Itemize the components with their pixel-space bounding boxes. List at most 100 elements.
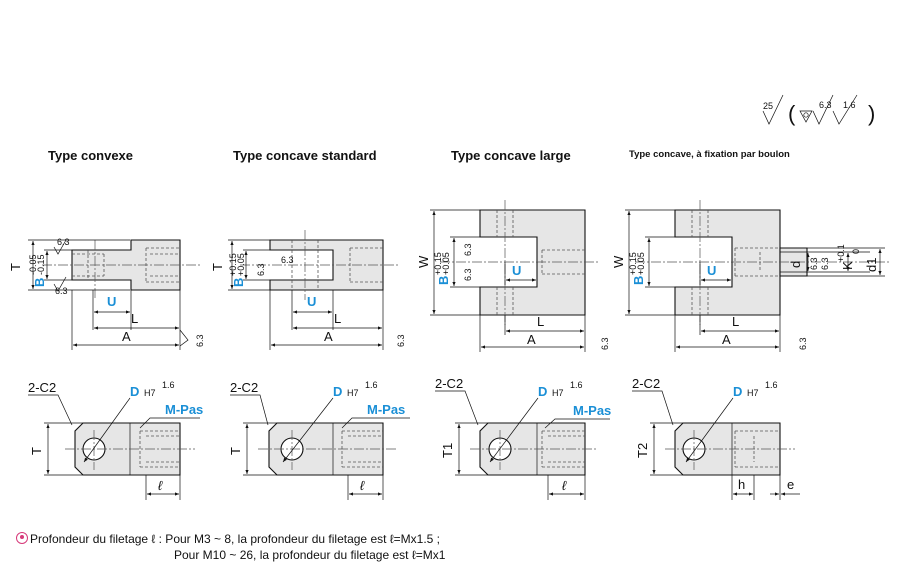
finish-63-d: 6.3 — [256, 263, 266, 276]
dim-A-large: A — [527, 332, 536, 347]
title-type-concave-large: Type concave large — [451, 148, 571, 163]
D-concave-large: D — [538, 384, 547, 399]
dim-U-concave-std: U — [307, 294, 316, 309]
title-type-concave-standard: Type concave standard — [233, 148, 377, 163]
D-concave-boulon: D — [733, 384, 742, 399]
view-concave-large-side: 2-C2 D H7 1.6 M-Pas T1 ℓ — [435, 376, 611, 500]
dim-L-concave-std: L — [334, 311, 341, 326]
tol-B-boulon-dn: +0.05 — [636, 252, 646, 275]
dim-U-large: U — [512, 263, 521, 278]
finish-63-f: 6.3 — [396, 334, 406, 347]
dim-d-boulon: d — [788, 261, 803, 268]
c2-concave-std: 2-C2 — [230, 380, 258, 395]
finish-check-icon — [762, 94, 784, 125]
finish-paren-open-icon: ( — [788, 101, 796, 126]
view-concave-boulon-side: 2-C2 D H7 1.6 T2 h e — [632, 376, 800, 500]
finish-63-e: 6.3 — [281, 255, 294, 265]
dim-A-boulon: A — [722, 332, 731, 347]
c2-convex: 2-C2 — [28, 380, 56, 395]
Mpas-convex: M-Pas — [165, 402, 203, 417]
dim-T1-concave-large: T1 — [440, 443, 455, 458]
dim-h-boulon: h — [738, 477, 745, 492]
finish-63-j: 6.3 — [809, 257, 819, 270]
dim-A-convex: A — [122, 329, 131, 344]
concave-boulon-body — [674, 209, 781, 316]
tol-B-convex-up: -0.05 — [28, 254, 38, 275]
tol-B-std-dn: +0.05 — [236, 253, 246, 276]
finish-63-a: 6.3 — [57, 237, 70, 247]
finish-63-l: 6.3 — [798, 337, 808, 350]
D-concave-std: D — [333, 384, 342, 399]
D-convex: D — [130, 384, 139, 399]
dim-l-concave-std: ℓ — [360, 478, 365, 493]
finish-63-g: 6.3 — [463, 243, 473, 256]
r16-convex: 1.6 — [162, 380, 175, 390]
dim-T-concave-std: T — [210, 263, 225, 271]
dim-B-concave-std: B — [231, 278, 246, 287]
view-convexe-top: T B -0.05 -0.15 6.3 6.3 U L A 6.3 — [8, 237, 205, 350]
dim-A-concave-std: A — [324, 329, 333, 344]
Mpas-concave-std: M-Pas — [367, 402, 405, 417]
dim-W-large: W — [416, 255, 431, 268]
view-concave-large-top: W B +0.15 +0.05 6.3 6.3 U L A 6.3 — [416, 200, 610, 352]
Mpas-concave-large: M-Pas — [573, 403, 611, 418]
finish-machined-icon — [799, 110, 813, 123]
title-type-concave-boulon: Type concave, à fixation par boulon — [629, 149, 790, 160]
view-concave-boulon-top: W B +0.15 +0.05 U d 6.3 6.3 K +0.1 0 d1 … — [611, 200, 890, 352]
dim-T-convex-side: T — [29, 447, 44, 455]
tol-B-convex-dn: -0.15 — [36, 254, 46, 275]
finish-paren-close-icon: ) — [868, 101, 875, 126]
dim-L-convex: L — [131, 311, 138, 326]
H7-concave-boulon: H7 — [747, 388, 759, 398]
tol-B-boulon-up: +0.15 — [628, 252, 638, 275]
r16-concave-std: 1.6 — [365, 380, 378, 390]
dim-T-concave-std-side: T — [228, 447, 243, 455]
finish-63-k: 6.3 — [820, 257, 830, 270]
tol-B-large-dn: +0.05 — [441, 252, 451, 275]
dim-L-boulon: L — [732, 314, 739, 329]
tol-B-std-up: +0.15 — [228, 253, 238, 276]
dim-l-convex: ℓ — [158, 478, 163, 493]
note-label: Profondeur du filetage ℓ — [30, 532, 156, 546]
dim-T2-concave-boulon: T2 — [635, 443, 650, 458]
view-concave-std-side: 2-C2 D H7 1.6 M-Pas T ℓ — [228, 380, 410, 500]
dim-W-boulon: W — [611, 255, 626, 268]
finish-63-i: 6.3 — [600, 337, 610, 350]
note-line-2: Pour M10 ~ 26, la profondeur du filetage… — [174, 548, 446, 562]
concave-large-body — [479, 209, 586, 316]
finish-alt2-value: 1.6 — [843, 100, 856, 110]
title-type-convexe: Type convexe — [48, 148, 133, 163]
caution-icon — [16, 532, 28, 544]
finish-alt1-value: 6.3 — [819, 100, 832, 110]
c2-concave-large: 2-C2 — [435, 376, 463, 391]
dim-B-boulon: B — [631, 276, 646, 285]
dim-K-boulon: K — [840, 261, 855, 270]
note-line-1: Profondeur du filetage ℓ : Pour M3 ~ 8, … — [16, 531, 445, 547]
dim-B-large: B — [436, 276, 451, 285]
tol-B-large-up: +0.15 — [433, 252, 443, 275]
r16-concave-boulon: 1.6 — [765, 380, 778, 390]
finish-63-c: 6.3 — [195, 334, 205, 347]
dim-e-boulon: e — [787, 477, 794, 492]
view-convexe-side: 2-C2 D H7 1.6 M-Pas T ℓ — [28, 380, 203, 500]
finish-63-h: 6.3 — [463, 268, 473, 281]
dim-B-convex: B — [32, 278, 47, 287]
tol-K-up: +0.1 — [836, 244, 846, 262]
dim-L-large: L — [537, 314, 544, 329]
thread-depth-note: Profondeur du filetage ℓ : Pour M3 ~ 8, … — [16, 531, 445, 563]
tol-K-dn: 0 — [851, 249, 861, 254]
dim-T-convex: T — [8, 263, 23, 271]
H7-concave-large: H7 — [552, 388, 564, 398]
finish-63-b: 6.3 — [55, 286, 68, 296]
H7-concave-std: H7 — [347, 388, 359, 398]
finish-main-value: 25 — [763, 101, 773, 111]
dim-U-boulon: U — [707, 263, 716, 278]
surface-finish-legend: 25 ( 6.3 1.6 ) — [762, 94, 875, 126]
dim-U-convex: U — [107, 294, 116, 309]
view-concave-std-top: T B +0.15 +0.05 6.3 6.3 U L A 6.3 — [210, 230, 406, 350]
H7-convex: H7 — [144, 388, 156, 398]
dim-d1-boulon: d1 — [864, 258, 879, 272]
note-text-1: : Pour M3 ~ 8, la profondeur du filetage… — [158, 532, 441, 546]
dim-l-concave-large: ℓ — [562, 478, 567, 493]
